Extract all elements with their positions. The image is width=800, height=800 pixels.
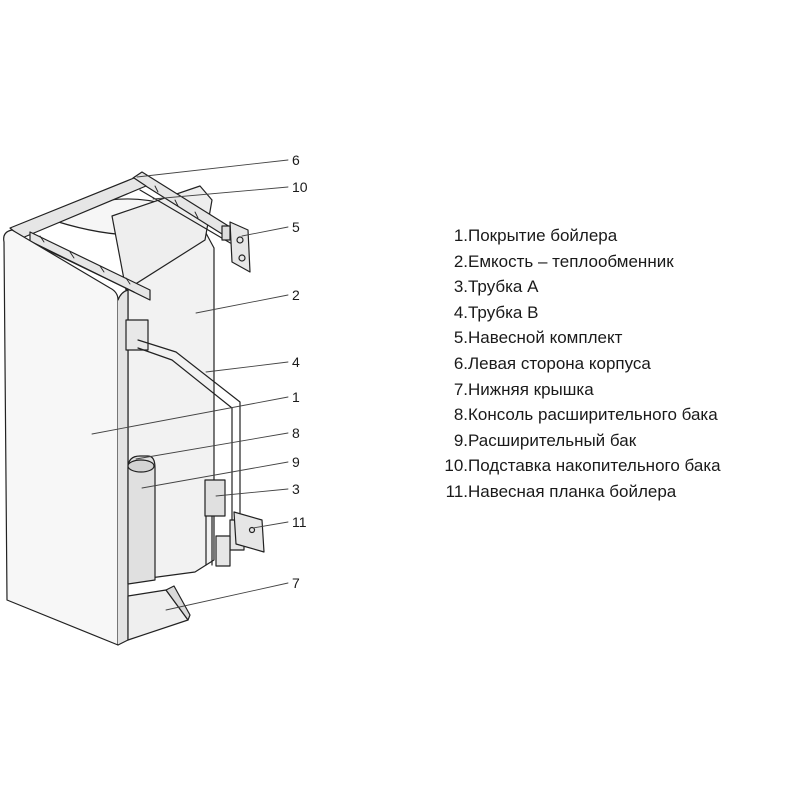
legend-number: 9. [453, 430, 468, 450]
legend-text: Навесной комплект [468, 328, 623, 348]
legend-item: 6.Левая сторона корпуса [440, 351, 721, 377]
legend-text: Нижняя крышка [468, 379, 594, 399]
callout-10: 10 [292, 179, 308, 195]
legend-item: 1.Покрытие бойлера [440, 223, 721, 249]
legend-item: 7.Нижняя крышка [440, 377, 721, 403]
legend-number: 2. [453, 251, 468, 271]
legend-number: 7. [453, 379, 468, 399]
legend-number: 3. [453, 277, 468, 297]
callout-6: 6 [292, 152, 300, 168]
legend-item: 9.Расширительный бак [440, 428, 721, 454]
parts-legend: 1.Покрытие бойлера 2.Емкость – теплообме… [440, 223, 721, 505]
callout-4: 4 [292, 354, 300, 370]
legend-number: 8. [453, 405, 468, 425]
legend-text: Консоль расширительного бака [468, 405, 718, 425]
legend-text: Подставка накопительного бака [468, 456, 721, 476]
callout-8: 8 [292, 425, 300, 441]
hanging-kit [221, 221, 251, 273]
callout-3: 3 [292, 481, 300, 497]
expansion-tank [127, 455, 156, 585]
legend-number: 5. [453, 328, 468, 348]
callout-5: 5 [292, 219, 300, 235]
legend-number: 10. [444, 456, 468, 476]
callout-11: 11 [292, 514, 307, 530]
legend-text: Расширительный бак [468, 430, 637, 450]
legend-item: 10.Подставка накопительного бака [440, 453, 721, 479]
legend-item: 5.Навесной комплект [440, 325, 721, 351]
pipe-a [204, 479, 231, 567]
legend-number: 6. [453, 353, 468, 373]
callout-2: 2 [292, 287, 300, 303]
leader-lines [91, 159, 289, 611]
legend-item: 2.Емкость – теплообменник [440, 249, 721, 275]
legend-text: Покрытие бойлера [468, 226, 618, 245]
callout-1: 1 [292, 389, 300, 405]
legend-item: 3.Трубка А [440, 274, 721, 300]
tank-support-plate [233, 511, 265, 553]
callout-9: 9 [292, 454, 300, 470]
legend-number: 11. [445, 481, 468, 501]
legend-item: 11.Навесная планка бойлера [440, 479, 721, 505]
legend-text: Навесная планка бойлера [468, 481, 677, 501]
legend-item: 4.Трубка В [440, 300, 721, 326]
legend-text: Трубка В [468, 302, 539, 322]
legend-number: 4. [453, 302, 468, 322]
legend-text: Левая сторона корпуса [468, 353, 651, 373]
legend-text: Емкость – теплообменник [468, 251, 674, 271]
callout-7: 7 [292, 575, 300, 591]
legend-number: 1. [453, 226, 468, 245]
legend-text: Трубка А [468, 277, 539, 297]
legend-item: 8.Консоль расширительного бака [440, 402, 721, 428]
boiler-cover [3, 229, 129, 646]
bottom-cover [127, 585, 191, 641]
